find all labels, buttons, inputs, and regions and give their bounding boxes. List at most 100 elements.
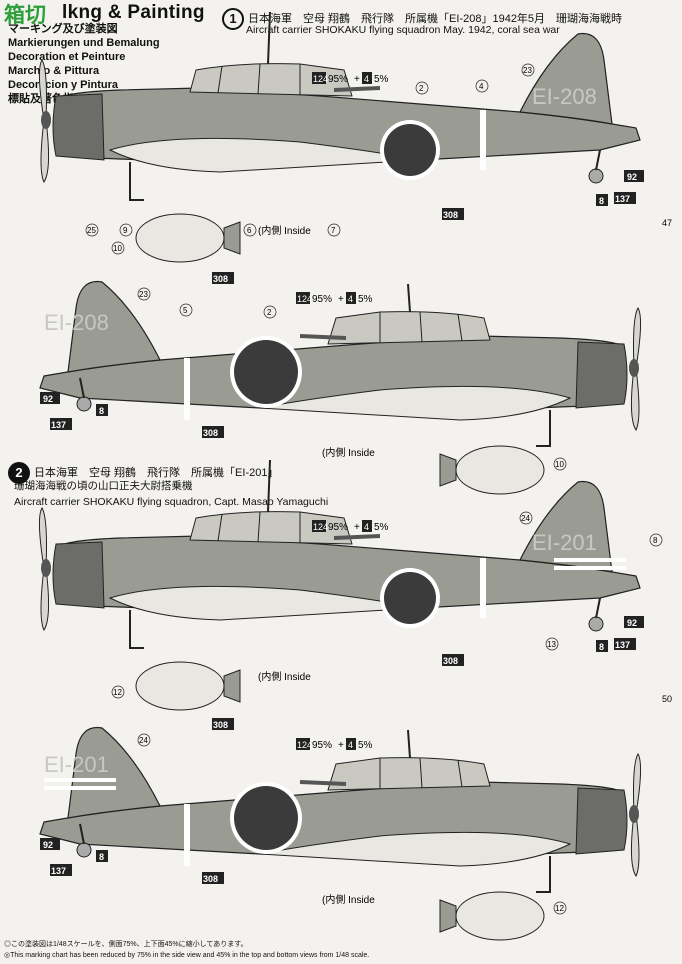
paint-legend-2: 124 95% + 4 5% (296, 292, 373, 305)
scheme-1-en: Aircraft carrier SHOKAKU flying squadron… (246, 24, 560, 36)
svg-text:13: 13 (547, 640, 556, 649)
svg-text:92: 92 (627, 172, 637, 182)
svg-text:95%: 95% (312, 740, 332, 751)
scheme-2-jp-line2: 珊瑚海海戦の頃の山口正夫大尉搭乗機 (14, 480, 193, 492)
svg-text:137: 137 (615, 194, 630, 204)
footer-note-jp: ◎この塗装図は1/48スケールを、側面75%、上下面45%に縮小してあります。 (4, 941, 248, 948)
svg-text:8: 8 (653, 536, 658, 545)
paint-legend-4: 124 95% + 4 5% (296, 738, 373, 751)
svg-text:8: 8 (599, 642, 604, 652)
svg-text:24: 24 (139, 736, 148, 745)
scheme-2-en: Aircraft carrier SHOKAKU flying squadron… (14, 496, 329, 508)
svg-text:124: 124 (297, 740, 312, 750)
scheme-2-number: 2 (8, 462, 30, 484)
callout-25: 25 (85, 223, 99, 237)
box-8: 8 (596, 194, 608, 206)
box-8d: 8 (96, 850, 108, 862)
box-92d: 92 (40, 838, 60, 850)
svg-text:2: 2 (267, 308, 272, 317)
svg-text:23: 23 (139, 290, 148, 299)
callout-9: 9 (119, 223, 133, 237)
svg-text:5%: 5% (358, 740, 373, 751)
callout-6: 6 (243, 223, 257, 237)
box-8b: 8 (96, 404, 108, 416)
scheme-2-caption: 2 日本海軍 空母 翔鶴 飛行隊 所属機「EI-201」 (8, 462, 278, 484)
paint-legend-3: 124 95% + 4 5% (312, 520, 389, 533)
svg-text:308: 308 (203, 874, 218, 884)
scheme-2-jp: 日本海軍 空母 翔鶴 飛行隊 所属機「EI-201」 (34, 466, 279, 479)
scheme-1-tail-code-2: EI-208 (44, 310, 109, 335)
watermark-logo: 箱切 (4, 3, 46, 27)
scheme-1-port-view: EI-208 (38, 11, 641, 263)
paint-legend-1: 124 95% + 4 5% (312, 72, 389, 85)
callout-10: 10 (111, 241, 125, 255)
callout-13: 13 (545, 637, 559, 651)
lang-french: Decoration et Peinture (8, 51, 126, 63)
svg-text:137: 137 (51, 866, 66, 876)
inside-label-3: (内側 Inside (258, 670, 311, 683)
callout-24b: 24 (137, 733, 151, 747)
callout-23b: 23 (137, 287, 151, 301)
svg-text:4: 4 (348, 740, 353, 750)
box-92: 92 (624, 170, 644, 182)
svg-text:7: 7 (331, 226, 336, 235)
callout-12b: 12 (553, 901, 567, 915)
footer-note-en: ◎This marking chart has been reduced by … (4, 952, 370, 959)
callout-12: 12 (111, 685, 125, 699)
svg-text:308: 308 (213, 720, 228, 730)
svg-text:92: 92 (43, 394, 53, 404)
scheme-1-tail-code: EI-208 (532, 84, 597, 109)
lang-japanese: マーキング及び塗装図 (8, 23, 118, 35)
svg-text:8: 8 (599, 196, 604, 206)
scheme-2-tail-code: EI-201 (532, 530, 597, 555)
svg-text:23: 23 (523, 66, 532, 75)
page-title: lkng & Painting (62, 2, 205, 23)
callout-2: 2 (415, 81, 429, 95)
svg-text:9: 9 (123, 226, 128, 235)
lang-german: Markierungen und Bemalung (8, 37, 160, 49)
svg-text:10: 10 (113, 244, 122, 253)
box-8c: 8 (596, 640, 608, 652)
box-308d: 308 (442, 654, 464, 666)
scheme-1-number: 1 (222, 8, 244, 30)
svg-text:8: 8 (99, 406, 104, 416)
scheme-2-starboard-view: EI-201 (39, 726, 642, 941)
edge-number-50: 50 (662, 694, 672, 704)
scheme-1-starboard-view: EI-208 (39, 280, 642, 495)
box-92c: 92 (624, 616, 644, 628)
svg-text:124: 124 (297, 294, 312, 304)
svg-text:5%: 5% (374, 74, 389, 85)
scheme-2-port-view: EI-201 (38, 459, 641, 711)
svg-text:137: 137 (51, 420, 66, 430)
svg-text:5%: 5% (374, 522, 389, 533)
svg-text:8: 8 (99, 852, 104, 862)
svg-text:4: 4 (479, 82, 484, 91)
svg-text:5%: 5% (358, 294, 373, 305)
svg-text:6: 6 (247, 226, 252, 235)
svg-text:+: + (338, 294, 344, 305)
svg-text:137: 137 (615, 640, 630, 650)
svg-text:+: + (354, 74, 360, 85)
svg-text:25: 25 (87, 226, 96, 235)
svg-text:5: 5 (183, 306, 188, 315)
svg-text:95%: 95% (328, 74, 348, 85)
svg-text:308: 308 (443, 656, 458, 666)
callouts: 2 4 23 25 9 10 6 7 5 2 23 8 24 13 12 24 … (85, 63, 663, 915)
svg-text:308: 308 (213, 274, 228, 284)
box-308f: 308 (202, 872, 224, 884)
svg-text:4: 4 (348, 294, 353, 304)
lang-italian: Marchio & Pittura (8, 65, 100, 77)
box-308b: 308 (212, 272, 234, 284)
callout-23: 23 (521, 63, 535, 77)
inside-label-4: (内側 Inside (322, 893, 375, 906)
callout-24: 24 (519, 511, 533, 525)
svg-text:10: 10 (555, 460, 564, 469)
svg-text:308: 308 (203, 428, 218, 438)
svg-text:+: + (338, 740, 344, 751)
scheme-2-tail-code-2: EI-201 (44, 752, 109, 777)
svg-text:4: 4 (364, 522, 369, 532)
svg-text:12: 12 (113, 688, 122, 697)
edge-number-47: 47 (662, 218, 672, 228)
svg-text:4: 4 (364, 74, 369, 84)
box-137: 137 (614, 192, 636, 204)
